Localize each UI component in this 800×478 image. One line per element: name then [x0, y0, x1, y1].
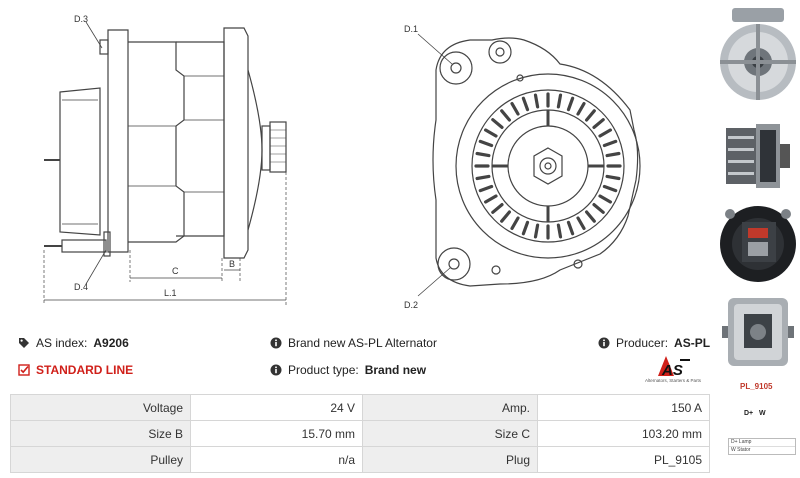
ventilation-slot: [556, 93, 563, 109]
ventilation-slot: [484, 128, 498, 138]
ventilation-slot: [556, 223, 563, 239]
photo-side-thumbnail[interactable]: [718, 118, 798, 194]
label-d4: D.4: [74, 282, 88, 292]
ventilation-slot: [566, 96, 575, 112]
info-icon: [598, 337, 610, 349]
description-row: Brand new AS-PL Alternator: [270, 336, 437, 350]
table-row: Voltage 24 V Amp. 150 A: [10, 394, 710, 421]
ventilation-slot: [605, 174, 621, 181]
param-value: PL_9105: [537, 446, 710, 473]
ventilation-slot: [491, 203, 504, 214]
info-icon: [270, 364, 282, 376]
label-c: C: [172, 266, 179, 276]
plug-legend-row: W Stator: [729, 447, 795, 454]
param-value: 150 A: [537, 394, 710, 421]
table-row: Pulley n/a Plug PL_9105: [10, 446, 710, 473]
product-type-value: Brand new: [364, 363, 427, 377]
ventilation-slot: [598, 194, 613, 204]
as-index-label: AS index:: [36, 336, 88, 350]
checkbox-checked-icon: [18, 364, 30, 376]
product-type-row: Product type: Brand new: [270, 363, 426, 377]
front-view: [417, 33, 641, 297]
ventilation-slot: [576, 216, 586, 230]
plug-legend-row: D+ Lamp: [729, 439, 795, 447]
param-value: 103.20 mm: [537, 420, 710, 447]
ventilation-slot: [478, 139, 494, 148]
legend-text: Lamp: [738, 439, 752, 445]
param-label: Size B: [10, 420, 191, 447]
param-label: Amp.: [362, 394, 538, 421]
producer-value: AS-PL: [674, 336, 711, 350]
param-value: 24 V: [190, 394, 363, 421]
tag-icon: [19, 338, 29, 348]
photo-rear-thumbnail[interactable]: [718, 198, 798, 288]
ventilation-slot: [475, 174, 491, 181]
plug-code-label: PL_9105: [740, 382, 773, 391]
ventilation-slot: [484, 194, 498, 204]
ventilation-slot: [475, 151, 491, 158]
ventilation-slot: [510, 101, 520, 116]
param-value: 15.70 mm: [190, 420, 363, 447]
ventilation-slot: [521, 96, 530, 112]
technical-drawing: D.3 D.4 C B L.1 D.1 D.2: [43, 14, 641, 310]
ventilation-slot: [602, 139, 618, 148]
table-row: Size B 15.70 mm Size C 103.20 mm: [10, 420, 710, 447]
description-text: Brand new AS-PL Alternator: [288, 336, 437, 350]
param-value: n/a: [190, 446, 363, 473]
legend-key: W: [731, 447, 736, 453]
ventilation-slot: [605, 151, 621, 158]
ventilation-slot: [478, 184, 494, 193]
ventilation-slot: [592, 118, 605, 130]
ventilation-slot: [533, 93, 540, 109]
label-d1: D.1: [404, 24, 418, 34]
ventilation-slot: [584, 109, 596, 122]
plug-legend: D+ Lamp W Stator: [728, 438, 796, 455]
ventilation-slot: [510, 216, 520, 230]
logo-tagline: Alternators, Starters & Parts: [644, 378, 702, 383]
ventilation-slot: [584, 210, 596, 223]
product-type-label: Product type:: [288, 363, 359, 377]
ventilation-slot: [592, 203, 605, 214]
ventilation-slot: [602, 184, 618, 193]
param-label: Plug: [362, 446, 538, 473]
producer-row: Producer: AS-PL: [598, 336, 710, 350]
label-b: B: [229, 259, 235, 269]
label-d3: D.3: [74, 14, 88, 24]
plug-terminals-label: D+ W: [744, 410, 766, 417]
ventilation-slot: [500, 109, 511, 122]
as-logo-mark: AS: [658, 356, 690, 379]
photo-top-thumbnail[interactable]: [718, 292, 798, 372]
param-label: Size C: [362, 420, 538, 447]
label-l1: L.1: [164, 288, 177, 298]
ventilation-slot: [500, 210, 511, 223]
parameters-table: Voltage 24 V Amp. 150 A Size B 15.70 mm …: [10, 394, 710, 473]
as-index-value: A9206: [93, 336, 129, 350]
ventilation-slot: [566, 220, 575, 236]
side-view: [43, 21, 287, 305]
logo-text: AS: [661, 362, 683, 378]
standard-line-row: STANDARD LINE: [18, 363, 133, 377]
param-label: Pulley: [10, 446, 191, 473]
ventilation-slot: [521, 220, 530, 236]
as-index-row: AS index: A9206: [18, 336, 129, 350]
producer-label: Producer:: [616, 336, 669, 350]
ventilation-slot: [576, 101, 586, 116]
ventilation-slot: [598, 128, 613, 138]
ventilation-slots: [474, 92, 622, 240]
ventilation-slot: [491, 118, 504, 130]
ventilation-slot: [533, 223, 540, 239]
param-label: Voltage: [10, 394, 191, 421]
label-d2: D.2: [404, 300, 418, 310]
standard-line-label: STANDARD LINE: [36, 363, 134, 377]
photo-front-thumbnail[interactable]: [718, 2, 798, 114]
legend-text: Stator: [737, 447, 751, 453]
legend-key: D+: [731, 439, 738, 445]
as-pl-logo: AS Alternators, Starters & Parts: [640, 354, 706, 386]
info-icon: [270, 337, 282, 349]
